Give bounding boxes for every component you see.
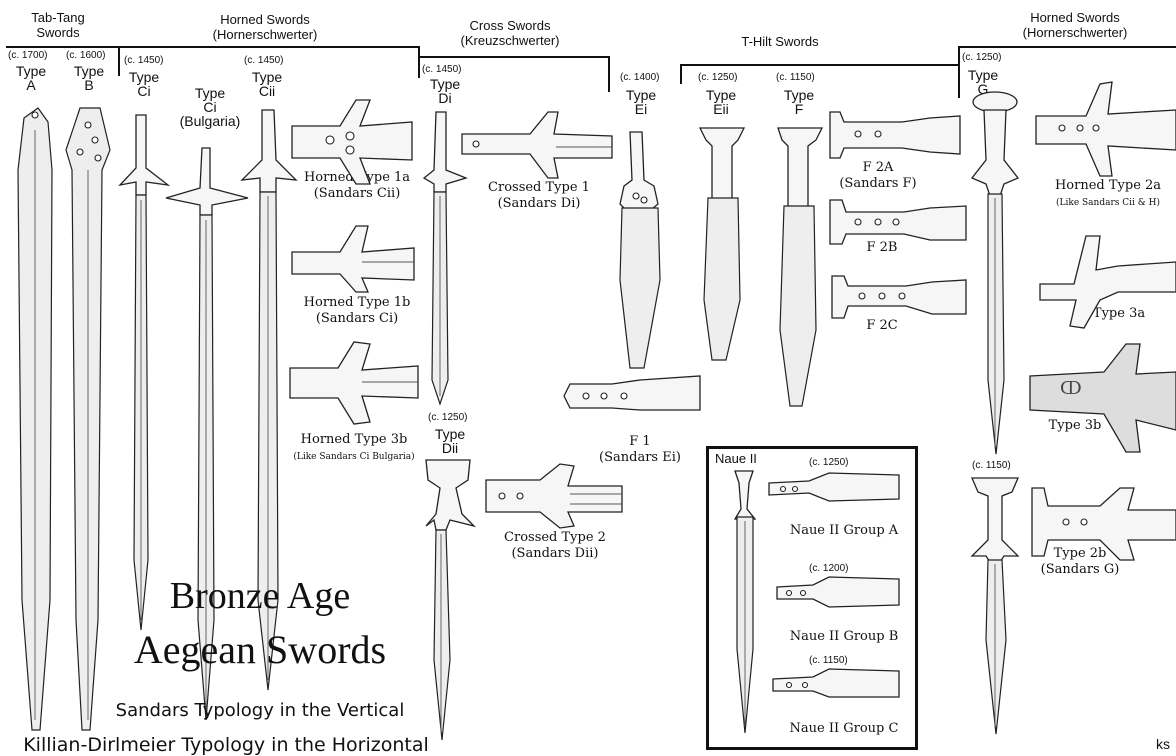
naue-group-a-hilt	[769, 473, 899, 501]
sword-type-dii	[426, 460, 474, 740]
subtitle-vertical: Sandars Typology in the Vertical	[80, 700, 440, 721]
naue-c-label: Naue II Group C	[779, 721, 909, 737]
hilt-f1	[564, 376, 700, 410]
main-title-line2: Aegean Swords	[100, 626, 420, 673]
main-title-line1: Bronze Age	[150, 574, 370, 618]
naue-c-date: (c. 1150)	[809, 655, 848, 666]
sword-type-eii	[700, 128, 744, 360]
svg-text:ↀ: ↀ	[1060, 378, 1082, 399]
hilt-type-3a	[1040, 236, 1176, 328]
naue-group-c-hilt	[773, 669, 899, 697]
sword-type-g2	[972, 478, 1018, 734]
hilt-type-2b	[1032, 488, 1176, 560]
naue-a-date: (c. 1250)	[809, 457, 848, 468]
hilt-type-3b: ↀ	[1030, 344, 1176, 452]
subtitle-horizontal: Killian-Dirlmeier Typology in the Horizo…	[0, 734, 452, 756]
hilt-f2c	[832, 276, 966, 318]
naue-ii-panel: Naue II (c. 1250) Naue II Group A (c. 12…	[706, 446, 918, 750]
naue-drawings	[709, 449, 915, 747]
naue-group-b-hilt	[777, 577, 899, 607]
hilt-horned-1a	[292, 100, 412, 184]
sword-type-di	[424, 112, 466, 404]
sword-type-g	[972, 92, 1018, 454]
hilt-horned-2a	[1036, 82, 1176, 176]
sword-type-ci	[120, 115, 168, 630]
hilt-horned-3b	[290, 342, 418, 424]
naue-b-date: (c. 1200)	[809, 563, 848, 574]
credit-initials: ks	[1156, 736, 1170, 752]
hilt-f2a	[830, 112, 960, 158]
hilt-horned-1b	[292, 226, 414, 292]
naue-a-label: Naue II Group A	[779, 523, 909, 539]
sword-type-ei	[620, 132, 660, 368]
naue-sword	[735, 471, 755, 733]
sword-type-a	[18, 108, 52, 730]
naue-b-label: Naue II Group B	[779, 629, 909, 645]
sword-type-f	[778, 128, 822, 406]
hilt-f2b	[830, 200, 966, 244]
hilt-crossed-1	[462, 112, 612, 178]
hilt-crossed-2	[486, 464, 622, 528]
